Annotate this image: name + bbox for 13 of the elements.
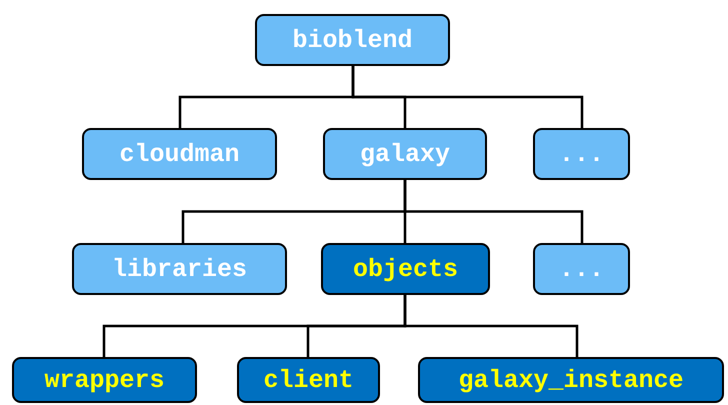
module-box: galaxy bbox=[323, 128, 487, 180]
tree-connector bbox=[404, 295, 578, 357]
module-box: ... bbox=[533, 128, 630, 180]
module-box: objects bbox=[321, 243, 490, 295]
module-box: wrappers bbox=[12, 357, 197, 403]
module-box: cloudman bbox=[82, 128, 277, 180]
tree-connector bbox=[352, 66, 584, 128]
module-box: bioblend bbox=[255, 14, 450, 66]
tree-connector bbox=[404, 180, 584, 243]
module-box: galaxy_instance bbox=[418, 357, 724, 403]
module-box: libraries bbox=[72, 243, 287, 295]
module-box: ... bbox=[533, 243, 630, 295]
module-box: client bbox=[237, 357, 380, 403]
